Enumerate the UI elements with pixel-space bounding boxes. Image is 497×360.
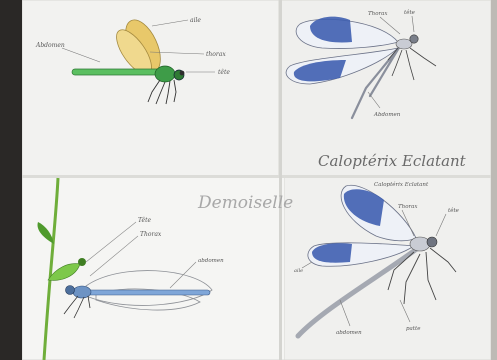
green-dragonfly: Abdomen aile thorax tête	[35, 15, 230, 104]
label-abdomen: Abdomen	[35, 42, 65, 49]
label-thorax-top-right: Thorax	[368, 11, 388, 17]
thorax-br	[410, 237, 430, 251]
legs	[148, 80, 176, 104]
green-demoiselle-body	[48, 264, 80, 281]
caloptorix-drawing: Caloptérix Eclatant Thorax têt	[294, 181, 460, 336]
label-tete-bottom-left: Tête	[138, 217, 151, 224]
label-abdomen-br: abdomen	[336, 330, 362, 336]
blue-abdomen	[80, 290, 210, 295]
label-tete-top-right: tête	[404, 9, 416, 16]
label-tete: tête	[218, 69, 230, 76]
demoiselle-legs	[64, 296, 90, 318]
green-abdomen	[72, 69, 160, 75]
label-aile-br: aile	[294, 268, 303, 274]
blue-head	[66, 286, 75, 295]
label-abdomen-bottom-left: abdomen	[198, 258, 224, 264]
leaf	[38, 222, 54, 244]
thorax	[396, 39, 412, 49]
demoiselle-drawing: Demoiselle Tête Thorax abdomen	[38, 178, 294, 360]
blue-winged-dragonfly-top: Thorax tête Abdomen	[286, 9, 436, 118]
head	[410, 35, 418, 43]
green-demoiselle-head	[78, 258, 86, 266]
label-tete-br: tête	[448, 207, 460, 214]
subtitle-caloptorix: Caloptérix Eclatant	[374, 181, 429, 188]
head-br	[427, 237, 437, 247]
wing-spot-upper-br	[344, 189, 384, 226]
green-thorax	[155, 66, 175, 82]
label-thorax-br: Thorax	[398, 204, 418, 210]
legs-br	[388, 248, 456, 304]
label-abdomen-top-right: Abdomen	[373, 112, 401, 118]
title-demoiselle: Demoiselle	[197, 193, 293, 213]
plant-stem	[44, 178, 58, 360]
label-thorax: thorax	[206, 51, 226, 58]
label-pattes-br: patte	[406, 326, 421, 332]
demoiselle-wing-upper	[86, 271, 212, 306]
eye-icon	[180, 71, 185, 76]
title-caloptorix: Caloptérix Eclatant	[318, 152, 467, 170]
label-aile: aile	[190, 17, 201, 24]
label-thorax-bottom-left: Thorax	[140, 231, 162, 238]
